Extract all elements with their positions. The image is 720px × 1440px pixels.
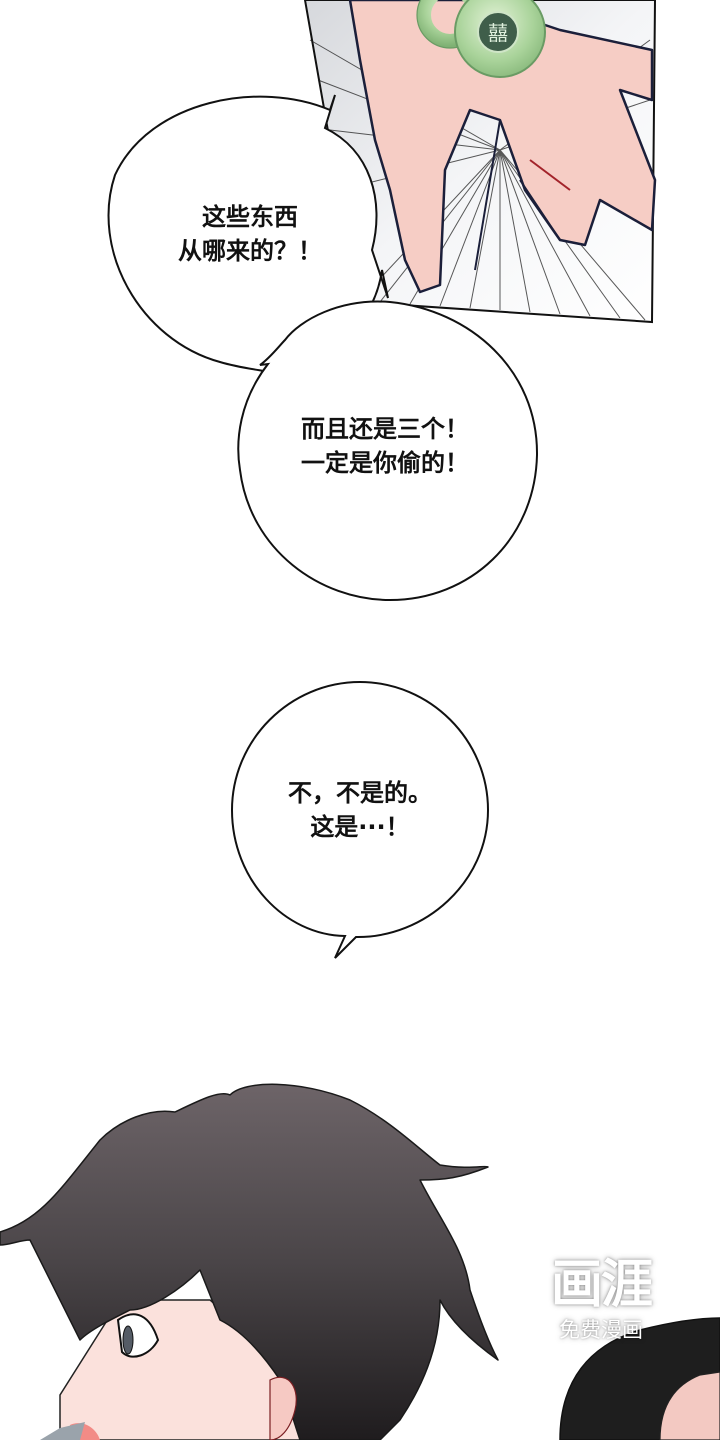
speech-bubble-2-text: 而且还是三个！ 一定是你偷的！ bbox=[280, 412, 490, 480]
watermark: 画涯 免费漫画 bbox=[536, 1255, 666, 1343]
character-panel bbox=[0, 1083, 720, 1440]
bubble-1-line-2: 从哪来的？！ bbox=[178, 237, 322, 265]
bubble-2-line-2: 一定是你偷的！ bbox=[301, 449, 469, 477]
bubble-1-line-1: 这些东西 bbox=[202, 203, 298, 231]
speech-bubble-3-text: 不，不是的。 这是···！ bbox=[270, 776, 450, 844]
watermark-subtitle: 免费漫画 bbox=[559, 1318, 643, 1342]
speech-bubble-1-text: 这些东西 从哪来的？！ bbox=[150, 200, 350, 268]
svg-text:囍: 囍 bbox=[488, 21, 508, 45]
bubble-3-line-2: 这是···！ bbox=[310, 813, 410, 841]
bubble-2-line-1: 而且还是三个！ bbox=[301, 415, 469, 443]
bubble-3-line-1: 不，不是的。 bbox=[288, 779, 432, 807]
watermark-logo: 画涯 bbox=[550, 1255, 653, 1315]
hand-panel: 囍 bbox=[303, 0, 657, 324]
speech-bubble-2 bbox=[237, 300, 539, 602]
speech-bubble-1 bbox=[107, 94, 389, 386]
speech-bubble-3 bbox=[230, 680, 490, 959]
